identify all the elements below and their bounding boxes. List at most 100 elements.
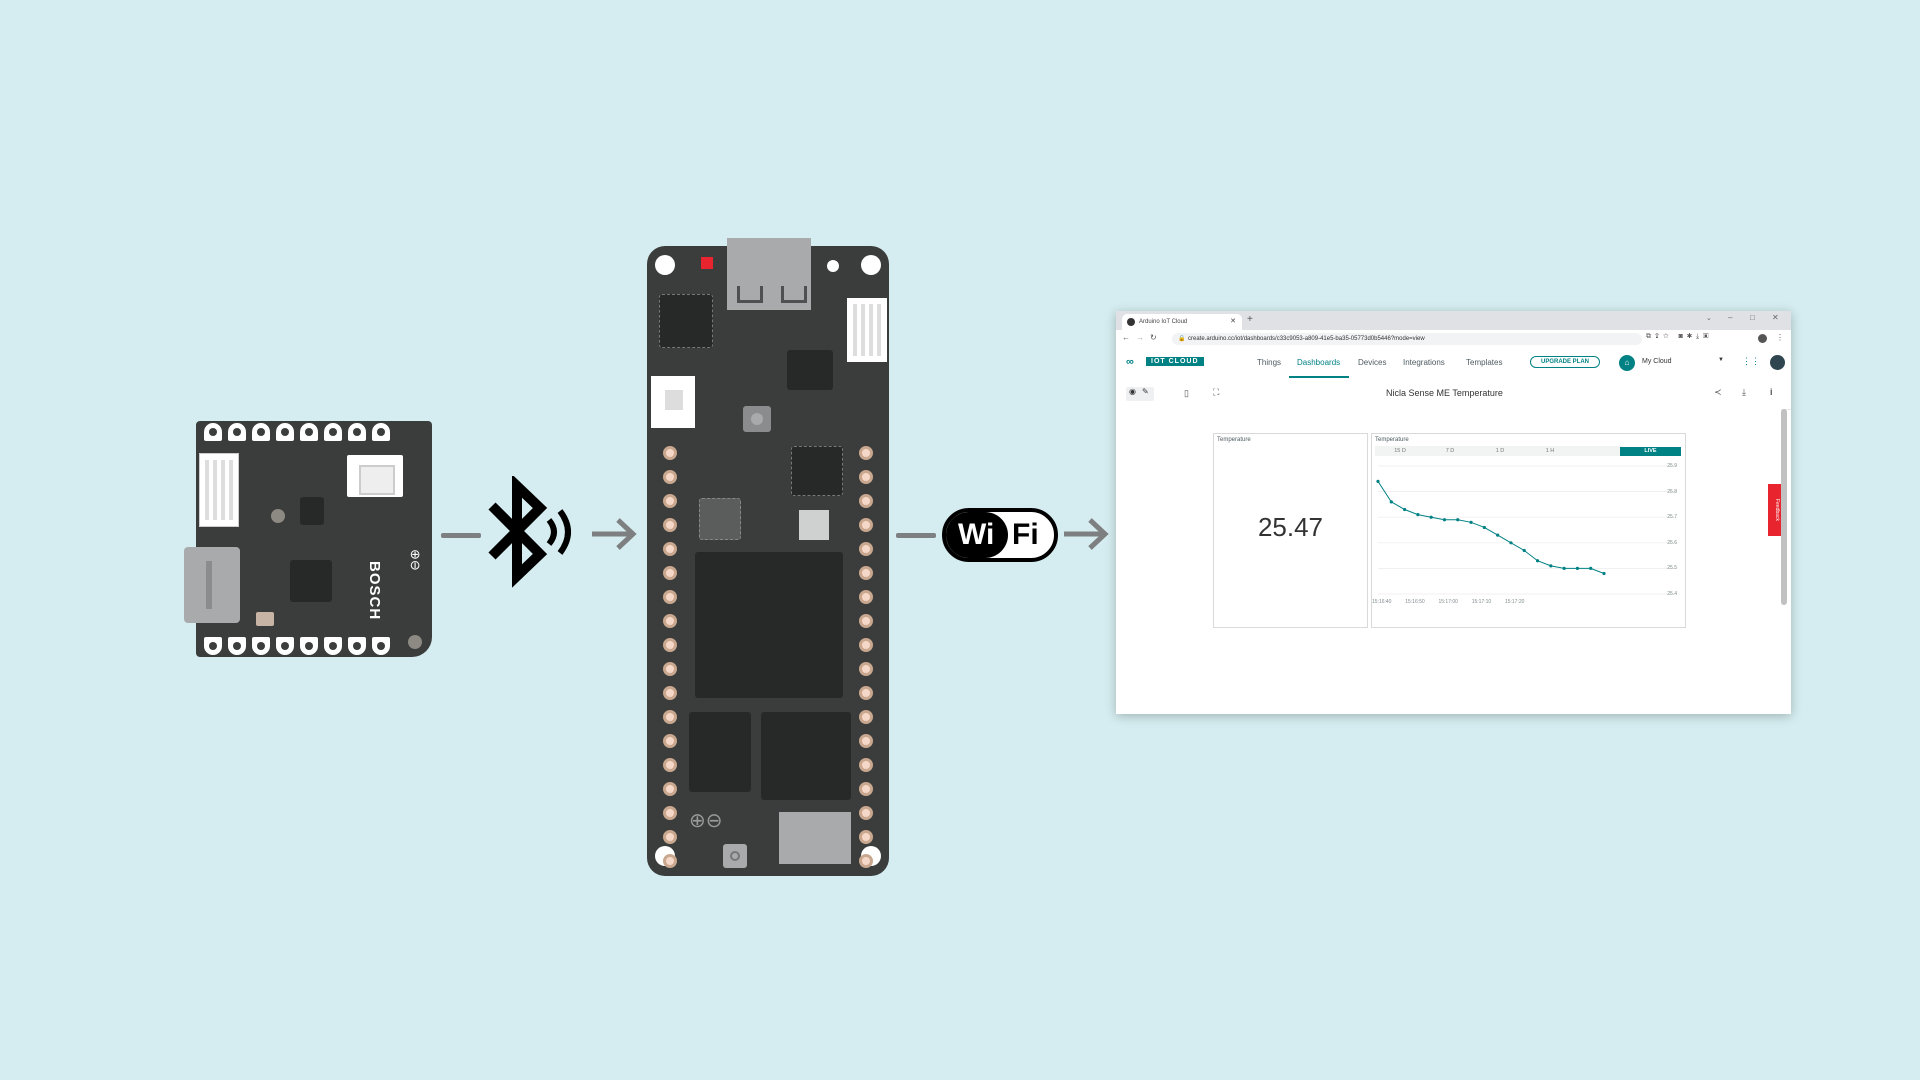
status-led [701, 257, 713, 269]
info-icon[interactable]: i [1770, 387, 1773, 397]
edge-pin [859, 806, 873, 820]
temperature-value: 25.47 [1257, 512, 1324, 542]
pin-pad [372, 637, 390, 655]
x-tick-label: 15:17:20 [1504, 599, 1525, 605]
data-point[interactable] [1522, 548, 1526, 553]
download-icon[interactable]: ⤓ [1742, 387, 1746, 397]
range-tab-1h[interactable]: 1 H [1545, 448, 1555, 454]
edge-pin [663, 854, 677, 868]
mount-hole [655, 255, 675, 275]
home-icon[interactable]: ⌂ [1619, 355, 1635, 371]
scrollbar[interactable] [1781, 409, 1787, 605]
edge-pin [663, 566, 677, 580]
edge-pin [859, 734, 873, 748]
edge-pin [859, 566, 873, 580]
back-icon[interactable]: ← [1122, 333, 1130, 342]
edit-icon[interactable]: ✎ [1142, 387, 1149, 396]
profile-icon[interactable] [1758, 334, 1767, 343]
mobile-view-icon[interactable]: ▯ [1184, 388, 1189, 398]
pin-pad [348, 637, 366, 655]
data-point[interactable] [1416, 513, 1420, 517]
nav-item-integrations[interactable]: Integrations [1403, 358, 1445, 367]
forward-icon[interactable]: → [1136, 333, 1144, 342]
memory-chip [761, 712, 851, 800]
edge-pin [859, 542, 873, 556]
data-point[interactable] [1456, 518, 1460, 522]
range-tab-live[interactable]: LIVE [1620, 447, 1681, 456]
share-icon[interactable]: ≺ [1714, 387, 1722, 397]
data-point[interactable] [1402, 507, 1407, 512]
data-point[interactable] [1496, 533, 1500, 537]
nav-item-dashboards[interactable]: Dashboards [1297, 358, 1341, 367]
url-input[interactable]: 🔒 create.arduino.cc/iot/dashboards/c33c9… [1172, 333, 1642, 345]
tab-close-icon[interactable]: ✕ [1230, 318, 1236, 325]
nav-item-templates[interactable]: Templates [1466, 358, 1503, 367]
chevron-down-icon[interactable]: ▼ [1718, 357, 1724, 363]
data-point[interactable] [1389, 500, 1393, 504]
new-tab-icon[interactable]: + [1247, 314, 1253, 325]
edge-pin [859, 590, 873, 604]
edge-pin [859, 518, 873, 532]
nicla-connector-left [199, 453, 239, 527]
antenna-connector [723, 844, 747, 868]
data-point[interactable] [1442, 518, 1447, 522]
x-tick-label: 15:17:10 [1471, 599, 1492, 605]
nicla-mount-hole [408, 635, 422, 649]
browser-menu-icon[interactable]: ⋮ [1776, 333, 1784, 342]
data-point[interactable] [1429, 515, 1433, 519]
apps-grid-icon[interactable]: ⋮⋮ [1742, 356, 1760, 366]
edge-pin [859, 782, 873, 796]
space-selector[interactable]: My Cloud [1642, 358, 1672, 365]
range-tab-1d[interactable]: 1 D [1495, 448, 1505, 454]
edge-pin [663, 470, 677, 484]
main-processor [695, 552, 843, 698]
arduino-logo-icon[interactable]: ∞ [1126, 356, 1134, 368]
range-tab-7d[interactable]: 7 D [1445, 448, 1455, 454]
value-widget[interactable]: Temperature 25.47 [1213, 433, 1368, 628]
data-point[interactable] [1482, 525, 1486, 530]
user-avatar[interactable] [1770, 355, 1785, 370]
nicla-usb-connector [184, 547, 240, 623]
upgrade-plan-button[interactable]: UPGRADE PLAN [1530, 356, 1601, 368]
edge-pin [663, 542, 677, 556]
data-point[interactable] [1562, 566, 1566, 570]
wifi-logo: Wi Fi [942, 508, 1058, 562]
mount-hole [861, 255, 881, 275]
data-point[interactable] [1602, 571, 1606, 576]
tab-title: Arduino IoT Cloud [1139, 319, 1188, 325]
iot-cloud-logo[interactable]: IOT CLOUD [1146, 357, 1204, 366]
range-tab-bar [1375, 446, 1623, 456]
pin-pad [276, 637, 294, 655]
edge-pin [663, 830, 677, 844]
data-point[interactable] [1376, 479, 1380, 483]
data-point[interactable] [1575, 566, 1580, 570]
connector-line-1 [441, 533, 481, 538]
data-point[interactable] [1509, 541, 1513, 545]
nav-active-underline [1289, 376, 1349, 378]
window-minimize-icon[interactable]: – [1728, 313, 1733, 322]
edge-pin [663, 758, 677, 772]
data-point[interactable] [1469, 520, 1473, 524]
window-close-icon[interactable]: ✕ [1772, 313, 1779, 322]
data-point[interactable] [1549, 564, 1553, 568]
window-maximize-icon[interactable]: □ [1750, 313, 1755, 322]
reload-icon[interactable]: ↻ [1150, 333, 1157, 342]
portenta-usb-c [727, 238, 811, 310]
window-chevron-icon[interactable]: ⌄ [1706, 315, 1712, 322]
range-tab-15d[interactable]: 15 D [1394, 448, 1406, 454]
edge-pin [663, 494, 677, 508]
nav-item-things[interactable]: Things [1257, 358, 1282, 367]
data-point[interactable] [1589, 566, 1593, 570]
dashboard-toolbar: ◉ ✎ ▯ ⛶ Nicla Sense ME Temperature ≺ ⤓ i [1116, 378, 1791, 410]
wifi-logo-right-text: Fi [1012, 518, 1039, 551]
view-mode-toggle[interactable]: ◉ ✎ [1126, 387, 1154, 401]
fullscreen-icon[interactable]: ⛶ [1213, 387, 1220, 397]
data-point[interactable] [1535, 559, 1540, 563]
browser-window: Arduino IoT Cloud ✕ + ⌄ – □ ✕ ← → ↻ 🔒 cr… [1116, 311, 1791, 714]
browser-tab[interactable]: Arduino IoT Cloud ✕ [1122, 314, 1242, 330]
eye-icon[interactable]: ◉ [1129, 387, 1136, 396]
extensions-icons[interactable]: ⧉⇪☆ ◙✱⤓▣ [1646, 333, 1713, 340]
pin-pad [348, 423, 366, 441]
nav-item-devices[interactable]: Devices [1358, 358, 1387, 367]
